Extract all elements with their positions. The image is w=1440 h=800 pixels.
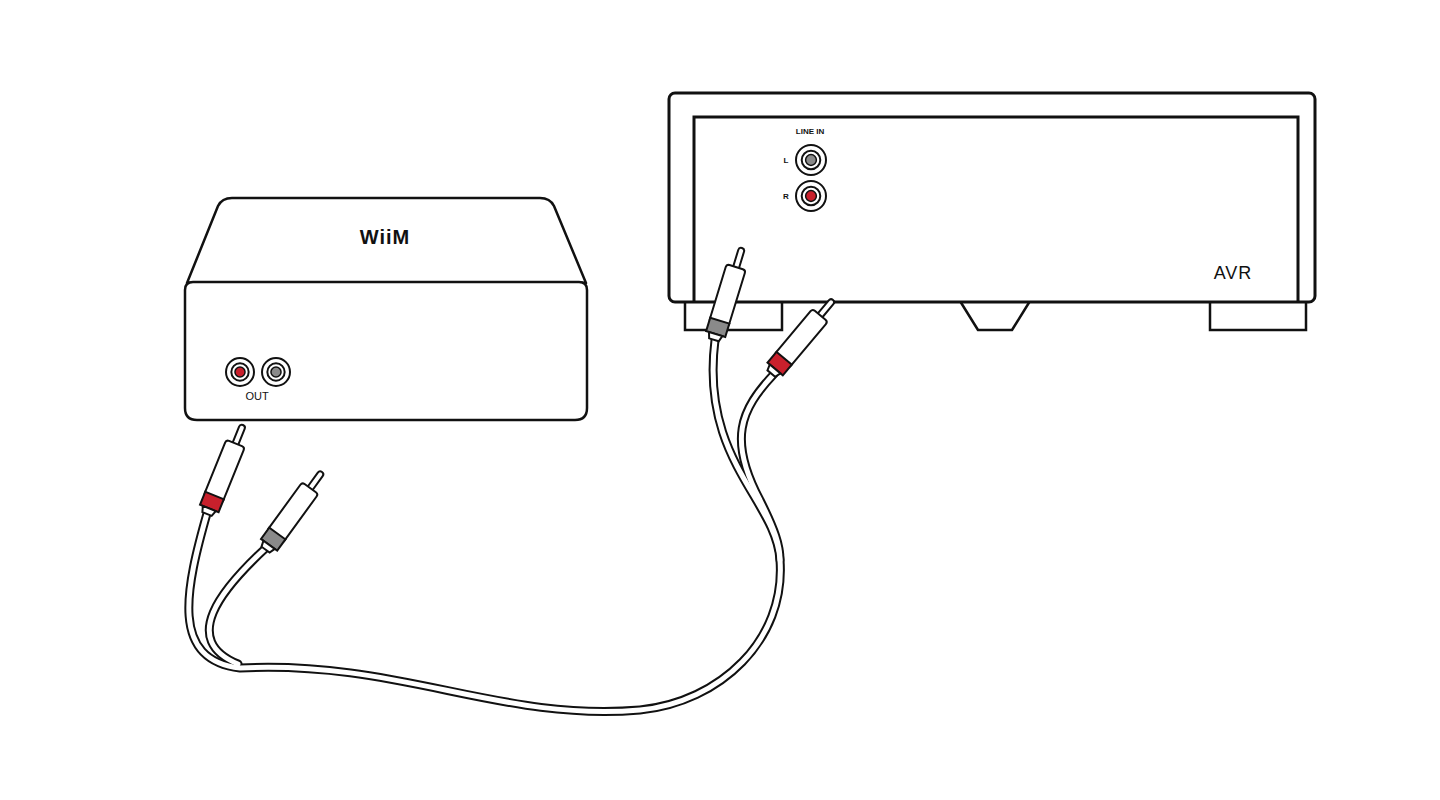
- device-outline: [667, 91, 1317, 332]
- text-anchor: OUT: [245, 391, 268, 402]
- channel-label: L: [784, 157, 789, 165]
- port-label: OUT: [245, 391, 268, 402]
- input-label: LINE IN: [796, 128, 824, 136]
- text-anchor: R: [783, 193, 789, 201]
- text-anchor: WiiM: [360, 227, 410, 247]
- brand-logo: WiiM: [360, 227, 410, 247]
- avr-receiver: LINE IN L R AVR: [667, 91, 1317, 332]
- wiim-device: WiiM OUT: [183, 195, 589, 422]
- text-anchor: L: [784, 157, 789, 165]
- device-label: AVR: [1214, 264, 1253, 282]
- channel-label: R: [783, 193, 789, 201]
- text-anchor: LINE IN: [796, 128, 824, 136]
- text-anchor: AVR: [1214, 264, 1253, 282]
